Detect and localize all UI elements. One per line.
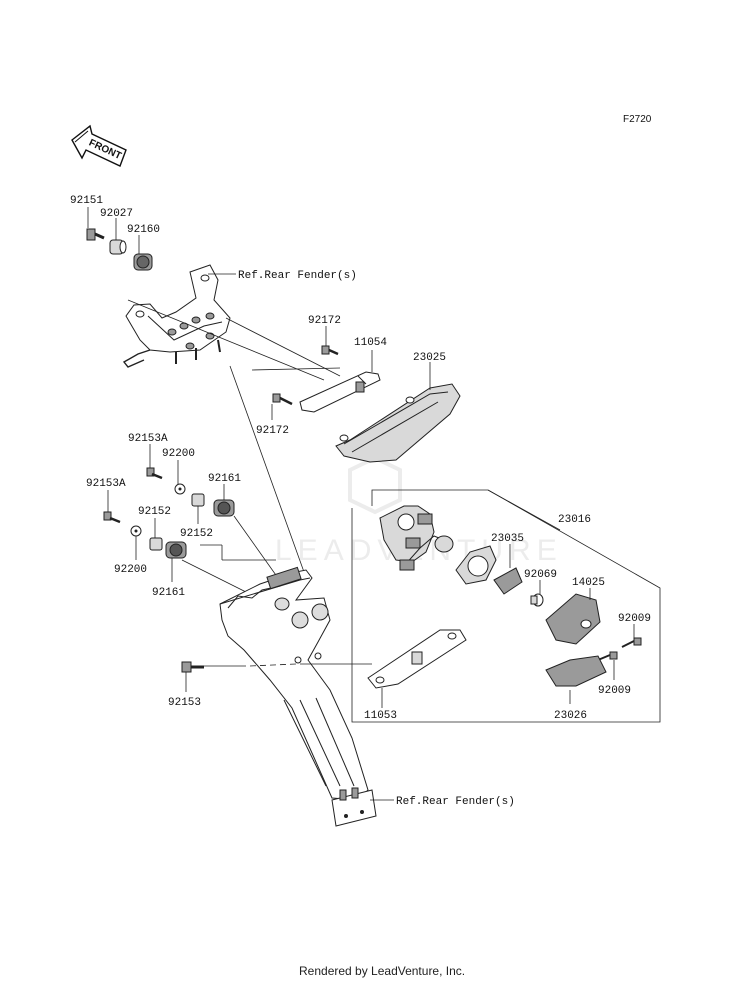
label-92069: 92069 xyxy=(524,569,557,581)
label-92172-lower: 92172 xyxy=(256,425,289,437)
lens-holder xyxy=(455,545,497,585)
screw-92009-lower xyxy=(597,651,618,661)
license-lamp-group-23016 xyxy=(351,489,661,723)
label-92009-lower: 92009 xyxy=(598,685,631,697)
label-92153: 92153 xyxy=(168,697,201,709)
reflector-23026 xyxy=(545,655,607,687)
label-92172-upper: 92172 xyxy=(308,315,341,327)
license-plate-bracket xyxy=(219,566,369,801)
bolt-92151 xyxy=(86,228,105,241)
label-92200-lower: 92200 xyxy=(114,564,147,576)
label-92009-upper: 92009 xyxy=(618,613,651,625)
collar-92152-upper xyxy=(191,493,205,507)
bolt-92153A-lower xyxy=(103,511,121,524)
label-14025: 14025 xyxy=(572,577,605,589)
label-11053: 11053 xyxy=(364,710,397,722)
label-92160: 92160 xyxy=(127,224,160,236)
washer-92200-lower xyxy=(130,525,142,537)
screw-92172-upper xyxy=(321,345,339,356)
label-23026: 23026 xyxy=(554,710,587,722)
label-23016: 23016 xyxy=(558,514,591,526)
lens-cover-14025 xyxy=(545,593,601,645)
grommet-hardware-group xyxy=(103,444,279,593)
label-92151: 92151 xyxy=(70,195,103,207)
label-11054: 11054 xyxy=(354,337,387,349)
label-92200-upper: 92200 xyxy=(162,448,195,460)
label-92027: 92027 xyxy=(100,208,133,220)
socket-23035 xyxy=(493,567,523,595)
front-arrow-icon: FRONT xyxy=(71,124,127,167)
diagram-code: F2720 xyxy=(623,114,652,125)
footer-credit: Rendered by LeadVenture, Inc. xyxy=(299,964,465,978)
grommet-92160 xyxy=(133,253,153,271)
bolt-92153A-upper xyxy=(146,467,163,480)
bolt-92153 xyxy=(181,661,204,673)
washer-92200-upper xyxy=(174,483,186,495)
seat-rail-bracket xyxy=(122,264,231,368)
grommet-92161-upper xyxy=(213,499,235,517)
screw-92009-upper xyxy=(621,637,642,648)
collar-92027 xyxy=(109,239,127,255)
label-92153A-upper: 92153A xyxy=(128,433,168,445)
license-plate-mount xyxy=(331,787,377,827)
label-92152-right: 92152 xyxy=(180,528,213,540)
lamp-socket-wire xyxy=(399,535,454,571)
lamp-bracket-11054 xyxy=(299,371,381,413)
label-23035: 23035 xyxy=(491,533,524,545)
part-labels: 92151 92027 92160 92172 11054 23025 9217… xyxy=(70,195,651,722)
collar-92152-lower xyxy=(149,537,163,551)
label-92161-upper: 92161 xyxy=(208,473,241,485)
screw-92172-lower xyxy=(272,393,293,406)
upper-bracket-group: Ref.Rear Fender(s) xyxy=(86,207,461,573)
ref-rear-fender-bottom: Ref.Rear Fender(s) xyxy=(396,796,515,808)
taillight-23025 xyxy=(335,383,461,463)
bulb-92069 xyxy=(530,593,544,607)
label-23025: 23025 xyxy=(413,352,446,364)
label-92153A-lower: 92153A xyxy=(86,478,126,490)
grommet-92161-lower xyxy=(165,541,187,559)
ref-rear-fender-top: Ref.Rear Fender(s) xyxy=(238,270,357,282)
license-light-bracket-11053 xyxy=(367,629,467,689)
label-92161-lower: 92161 xyxy=(152,587,185,599)
label-92152-left: 92152 xyxy=(138,506,171,518)
